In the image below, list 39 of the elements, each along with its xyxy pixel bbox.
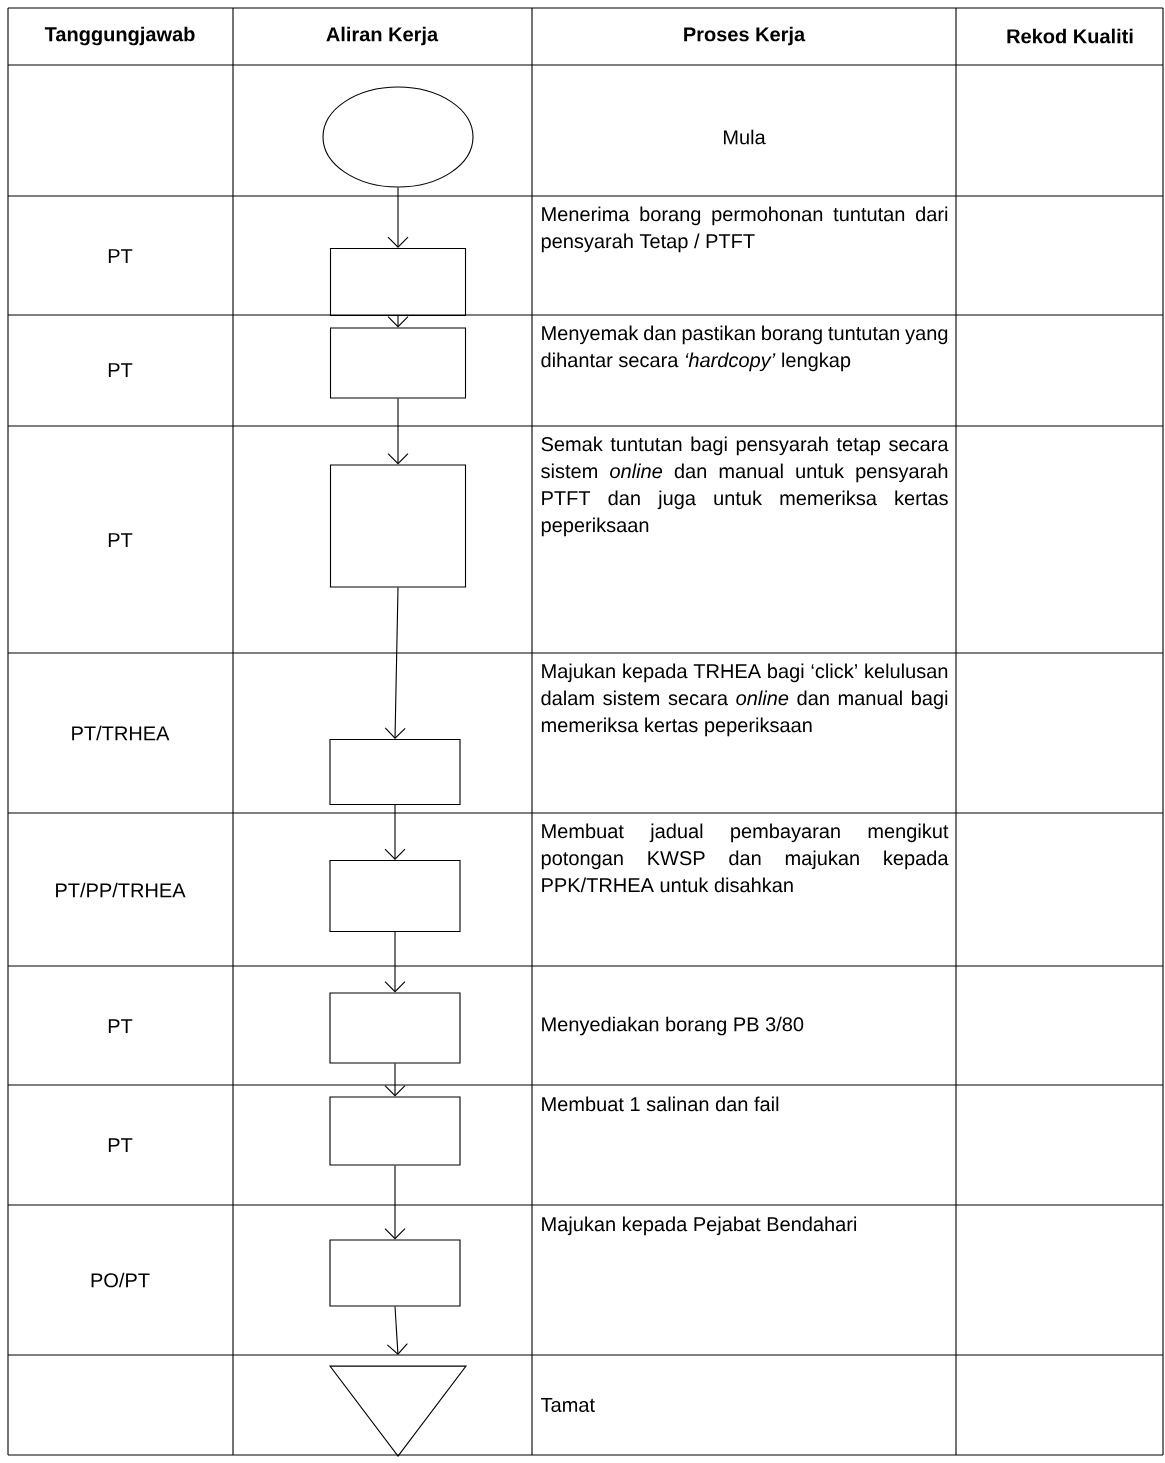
column-header: Aliran Kerja — [326, 26, 439, 46]
cell-text: Mula — [724, 129, 766, 145]
arrow — [384, 1165, 406, 1240]
arrow — [384, 587, 406, 739]
arrow — [387, 398, 409, 465]
process-box — [329, 738, 461, 806]
cell-text: Menyediakan borang PB 3/80 — [542, 1016, 804, 1036]
arrow — [384, 931, 406, 993]
arrow — [384, 1063, 406, 1097]
process-box — [329, 992, 461, 1064]
arrow — [386, 1306, 408, 1355]
process-box — [329, 1096, 461, 1166]
arrow — [387, 187, 409, 248]
cell-text: PT — [108, 533, 133, 547]
cell-text: Menerima borang permohonan tuntutan dari pensyarah Tetap / PTFT — [541, 206, 948, 253]
cell-text: PT — [108, 363, 133, 377]
cell-text: Majukan kepada Pejabat Bendahari — [542, 1216, 856, 1236]
cell-text: Tamat — [541, 1398, 595, 1412]
column-header: Proses Kerja — [684, 26, 806, 46]
cell-text: PT/PP/TRHEA — [56, 882, 186, 898]
process-box — [329, 464, 467, 588]
process-box — [329, 327, 467, 399]
column-header: Rekod Kualiti — [1007, 28, 1133, 44]
cell-text: Membuat 1 salinan dan fail — [542, 1096, 779, 1112]
cell-text: Menyemak dan pastikan borang tuntutan yang dihantar secara ‘hardcopy’ lengkap — [541, 325, 948, 372]
cell-text: PT — [108, 1138, 133, 1152]
process-box — [329, 859, 461, 933]
column-header: Tanggungjawab — [44, 26, 195, 46]
cell-text: PO/PT — [91, 1272, 150, 1288]
cell-text: Membuat jadual pembayaran mengikut potongan KWSP dan majukan kepada PPK/TRHEA untuk disahkan — [541, 823, 949, 893]
process-box — [329, 247, 467, 317]
cell-text: PT — [108, 249, 133, 263]
cell-text: Semak tuntutan bagi pensyarah tetap secara sistem online dan manual untuk pensyarah PTFT dan juga untuk memeriksa kertas peperiksaan — [541, 436, 949, 537]
process-box — [329, 1239, 461, 1307]
terminal-oval — [322, 86, 474, 188]
arrow — [384, 804, 406, 860]
cell-text: PT — [108, 1019, 133, 1033]
cell-text: PT/TRHEA — [72, 725, 170, 741]
cell-text: Majukan kepada TRHEA bagi ‘click’ kelulusan dalam sistem secara online dan manual bagi memeriksa kertas peperiksaan — [541, 663, 948, 737]
